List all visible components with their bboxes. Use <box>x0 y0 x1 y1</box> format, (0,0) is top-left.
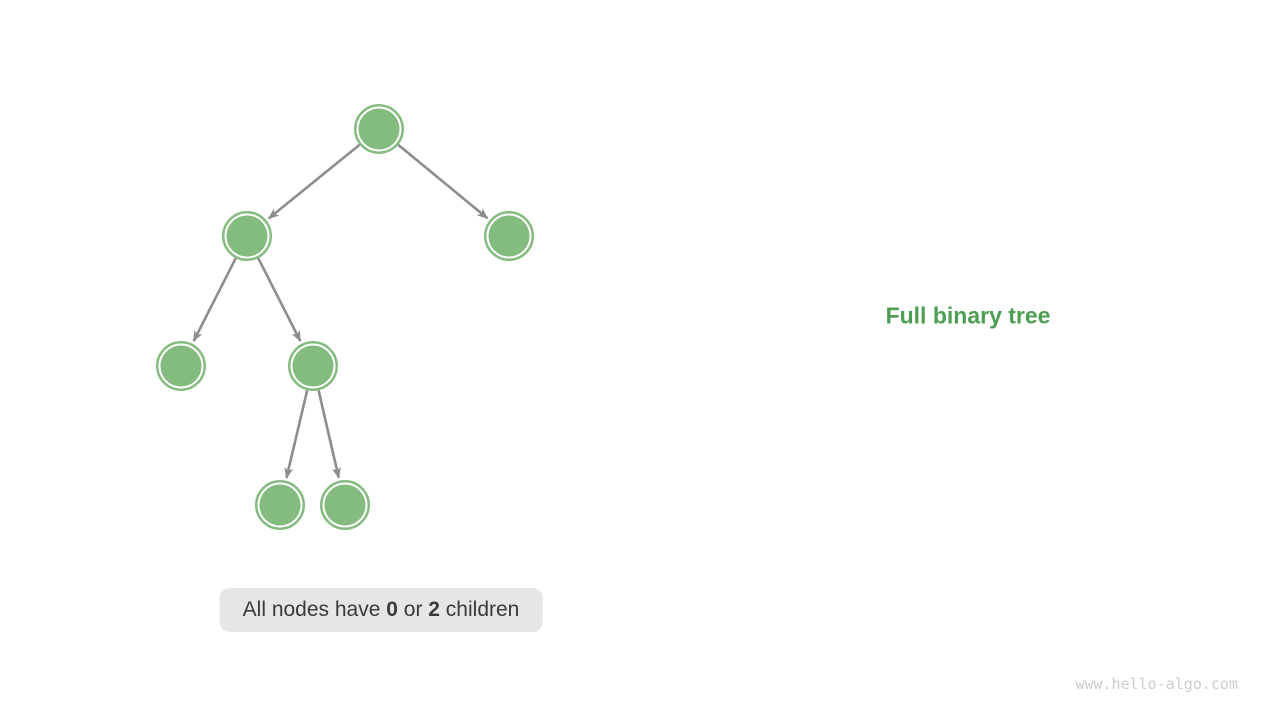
tree-node-inner-ring <box>224 213 270 259</box>
caption-text: children <box>439 598 520 621</box>
caption-bold-zero: 0 <box>386 598 398 621</box>
tree-edge-root-R <box>397 143 489 220</box>
tree-node-circle <box>222 211 272 261</box>
tree-node-root <box>354 104 404 154</box>
tree-node-inner-ring <box>356 106 402 152</box>
tree-edge-root-L <box>267 143 361 220</box>
tree-node-circle <box>156 341 206 391</box>
tree-node-circle <box>354 104 404 154</box>
tree-node-LRL <box>255 480 305 530</box>
tree-node-LL <box>156 341 206 391</box>
caption-bold-two: 2 <box>428 598 440 621</box>
tree-edge-L-LR <box>257 257 302 342</box>
tree-node-circle <box>320 480 370 530</box>
tree-node-inner-ring <box>322 482 368 528</box>
tree-node-circle <box>255 480 305 530</box>
watermark: www.hello-algo.com <box>1075 675 1238 693</box>
tree-node-inner-ring <box>290 343 336 389</box>
tree-node-LR <box>288 341 338 391</box>
caption-text: All nodes have <box>242 598 387 621</box>
diagram-title: Full binary tree <box>885 302 1051 329</box>
tree-node-circle <box>288 341 338 391</box>
tree-node-LRR <box>320 480 370 530</box>
tree-edge-LR-LRR <box>317 390 341 479</box>
tree-edge-LR-LRL <box>284 390 309 479</box>
tree-node-inner-ring <box>158 343 204 389</box>
tree-node-circle <box>484 211 534 261</box>
tree-node-inner-ring <box>257 482 303 528</box>
caption-text: or <box>397 598 429 621</box>
tree-node-L <box>222 211 272 261</box>
tree-edge-L-LL <box>192 257 237 342</box>
tree-node-R <box>484 211 534 261</box>
tree-node-inner-ring <box>486 213 532 259</box>
caption-box: All nodes have 0 or 2 children <box>219 588 543 632</box>
